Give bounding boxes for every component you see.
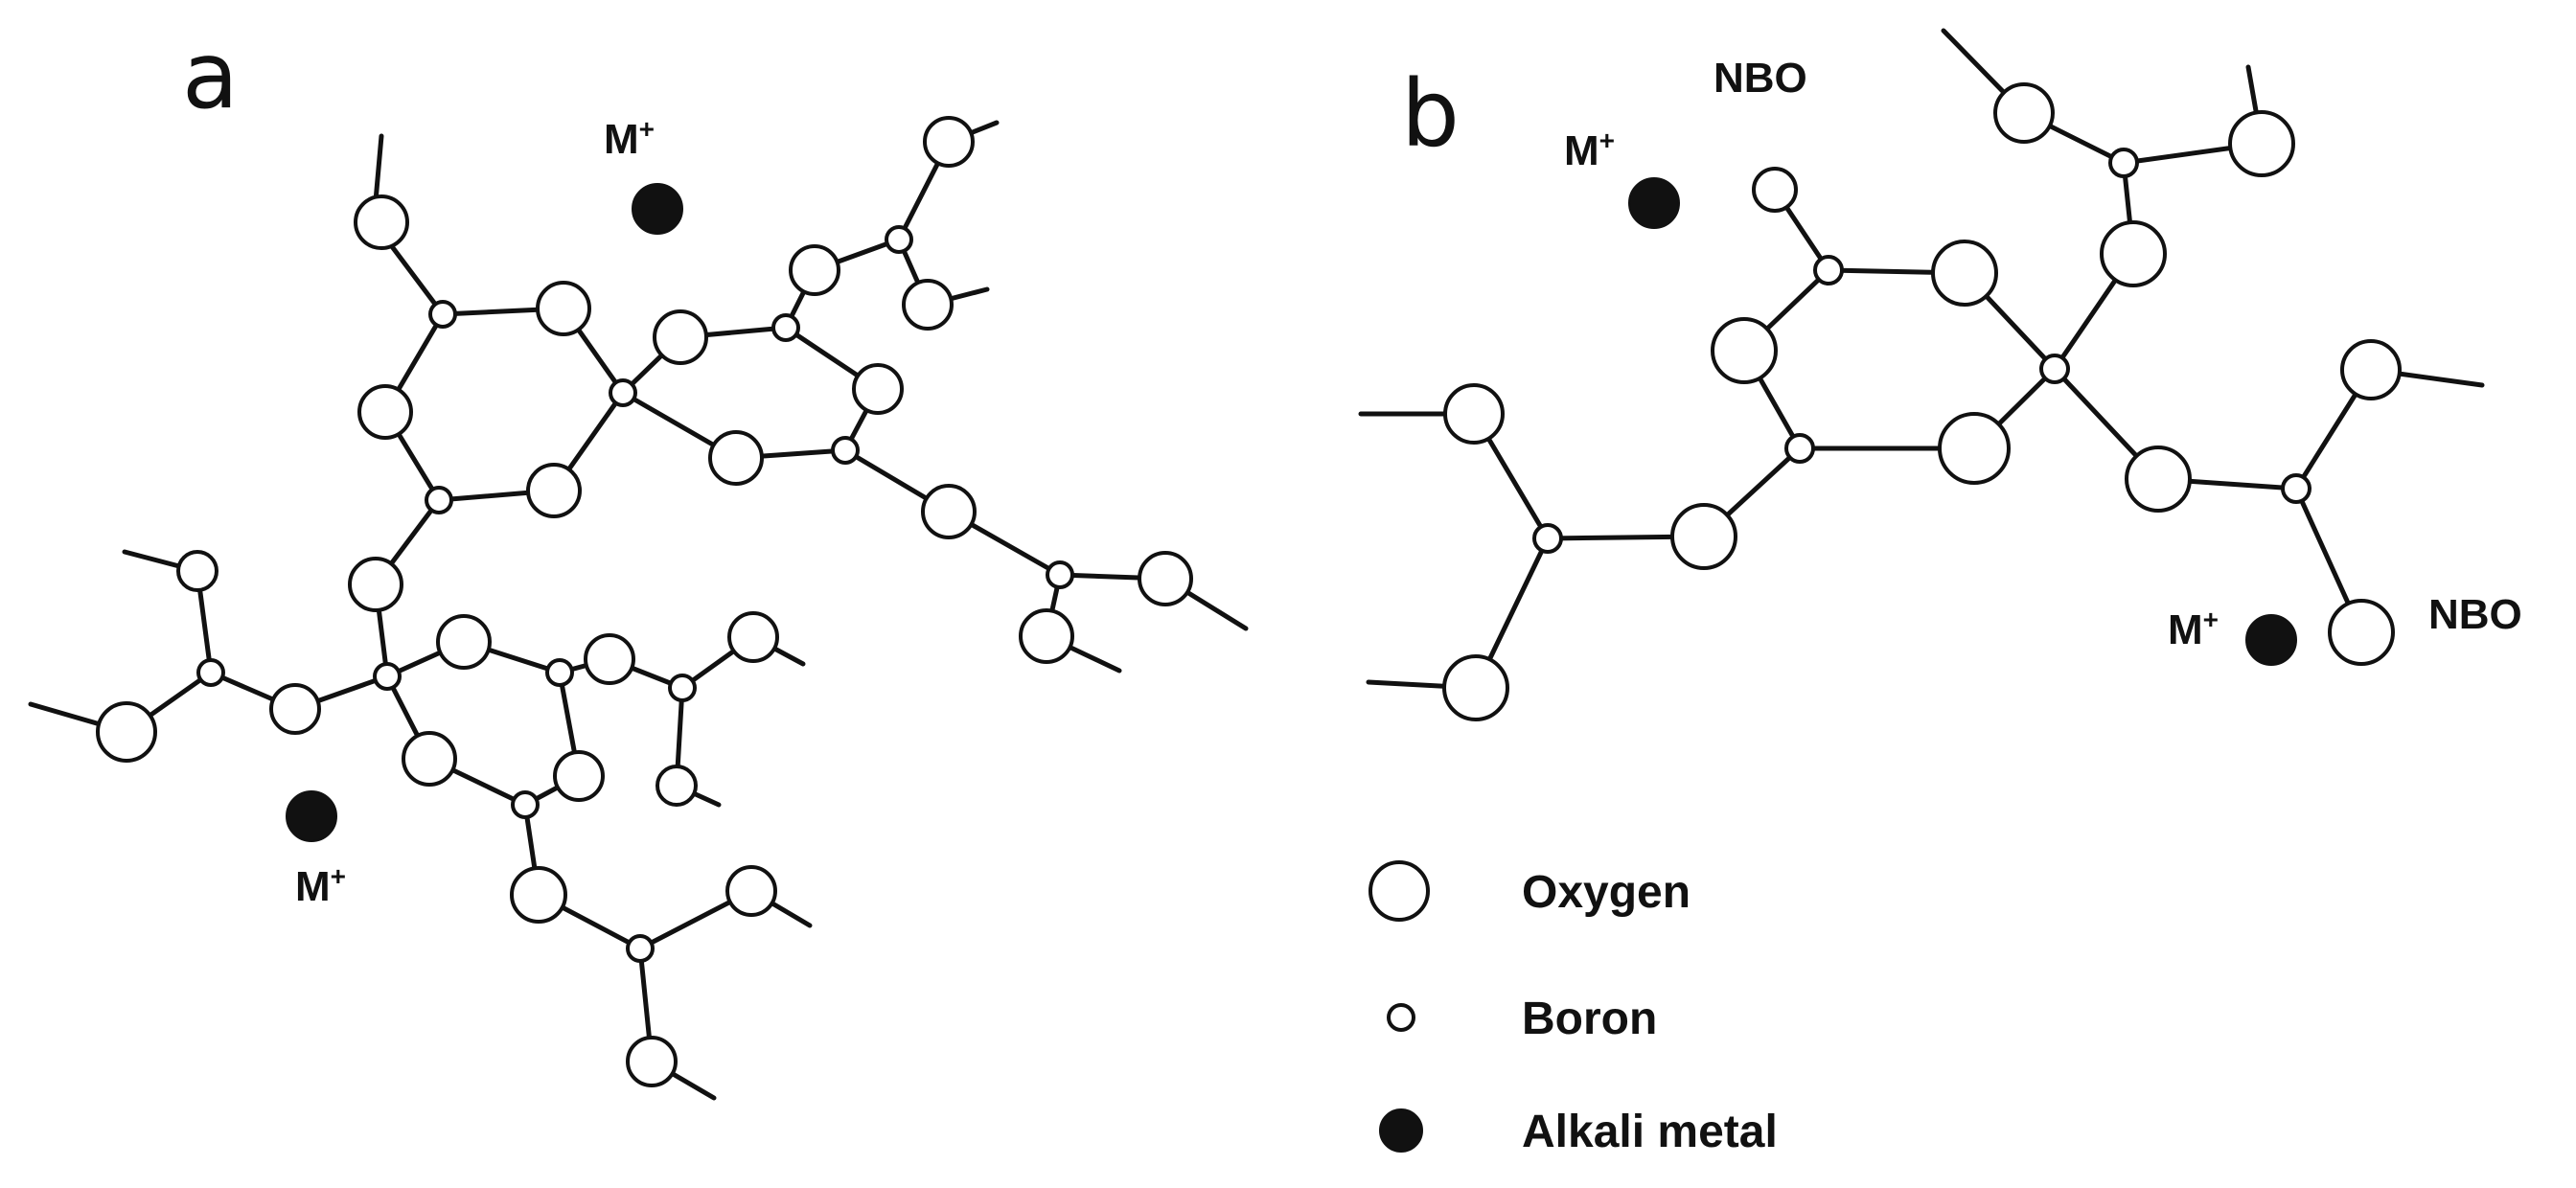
oxygen-atom — [708, 430, 764, 486]
oxygen-legend-icon — [1368, 860, 1430, 922]
nbo-oxygen-atom — [1752, 167, 1798, 213]
boron-atom — [511, 790, 540, 819]
oxygen-atom — [1993, 82, 2055, 144]
panel-a-atoms — [96, 116, 1193, 1087]
boron-atom — [428, 300, 457, 329]
metal-ion-label: M+ — [295, 861, 346, 910]
oxygen-atom — [553, 750, 605, 802]
metal-ion-base: M — [2168, 606, 2203, 653]
boron-atom — [425, 486, 453, 514]
oxygen-atom — [1019, 608, 1074, 664]
boron-atom — [771, 313, 800, 342]
oxygen-atom — [348, 557, 403, 612]
panel-b: b — [1358, 28, 2522, 721]
oxygen-atom — [1138, 551, 1193, 606]
alkali-metal-atom — [286, 790, 337, 842]
panel-a: a — [28, 22, 1249, 1101]
legend-item-oxygen: Oxygen — [1368, 860, 1690, 922]
oxygen-atom — [656, 765, 698, 807]
oxygen-atom — [510, 866, 567, 924]
alkali-metal-atom — [2245, 614, 2297, 666]
oxygen-atom — [2100, 220, 2167, 287]
boron-atom — [373, 662, 402, 691]
nbo-oxygen-atom — [2328, 599, 2395, 666]
panel-b-bonds — [1358, 28, 2485, 691]
oxygen-atom — [1711, 317, 1778, 384]
legend-label-alkali-metal: Alkali metal — [1522, 1107, 1778, 1157]
oxygen-atom — [1938, 412, 2011, 485]
oxygen-atom — [626, 1036, 678, 1087]
oxygen-atom — [536, 281, 591, 336]
legend-label-boron: Boron — [1522, 994, 1657, 1044]
oxygen-atom — [402, 731, 457, 787]
metal-ion-charge: + — [1599, 126, 1615, 155]
oxygen-atom — [653, 309, 708, 365]
boron-atom — [1532, 523, 1563, 554]
panel-b-label: b — [1401, 60, 1460, 168]
legend-label-oxygen: Oxygen — [1522, 867, 1690, 918]
boron-atom — [196, 658, 225, 687]
oxygen-atom — [584, 633, 635, 685]
oxygen-atom — [526, 463, 582, 518]
oxygen-atom — [436, 614, 492, 670]
oxygen-atom — [354, 194, 409, 250]
boron-legend-icon — [1387, 1003, 1415, 1032]
oxygen-atom — [725, 865, 777, 917]
boron-atom — [668, 674, 697, 702]
oxygen-atom — [1443, 383, 1505, 445]
metal-ion-base: M — [604, 116, 639, 163]
boron-atom — [626, 934, 655, 963]
metal-ion-charge: + — [2203, 605, 2219, 634]
oxygen-atom — [1442, 654, 1509, 721]
legend-item-alkali-metal: Alkali metal — [1379, 1107, 1778, 1157]
legend: Oxygen Boron Alkali metal — [1368, 860, 1778, 1157]
alkali-metal-atom — [1628, 177, 1680, 229]
legend-item-boron: Boron — [1387, 994, 1657, 1044]
oxygen-atom — [727, 611, 779, 663]
boron-atom — [2281, 473, 2312, 504]
nbo-label: NBO — [1714, 55, 1807, 102]
oxygen-atom — [2125, 446, 2192, 513]
boron-atom — [1813, 255, 1844, 286]
oxygen-atom — [176, 550, 218, 592]
oxygen-atom — [902, 279, 954, 331]
oxygen-atom — [921, 484, 977, 539]
boron-atom — [2108, 148, 2139, 178]
oxygen-atom — [852, 363, 904, 415]
oxygen-atom — [1670, 503, 1737, 570]
panel-b-atoms — [1442, 82, 2402, 721]
panel-a-label: a — [182, 22, 239, 129]
alkali-metal-atom — [632, 183, 683, 235]
oxygen-atom — [789, 244, 840, 296]
boron-atom — [1784, 433, 1815, 464]
boron-atom — [2039, 354, 2070, 384]
oxygen-atom — [357, 384, 413, 440]
metal-ion-charge: + — [639, 114, 655, 144]
metal-ion-label: M+ — [604, 114, 655, 163]
alkali-metal-legend-icon — [1379, 1108, 1423, 1153]
boron-atom — [545, 658, 574, 687]
boron-atom — [831, 436, 860, 465]
metal-ion-label: M+ — [1564, 126, 1615, 174]
oxygen-atom — [96, 701, 157, 763]
metal-ion-charge: + — [331, 861, 346, 891]
oxygen-atom — [2340, 339, 2402, 400]
boron-atom — [1046, 560, 1074, 589]
nbo-label: NBO — [2428, 591, 2522, 638]
boron-atom — [609, 378, 637, 407]
metal-ion-label: M+ — [2168, 605, 2219, 653]
metal-ion-base: M — [1564, 127, 1599, 174]
oxygen-atom — [1931, 240, 1998, 307]
metal-ion-base: M — [295, 863, 331, 910]
oxygen-atom — [2228, 110, 2295, 177]
oxygen-atom — [269, 683, 321, 735]
oxygen-atom — [923, 116, 975, 168]
boron-atom — [885, 225, 913, 254]
